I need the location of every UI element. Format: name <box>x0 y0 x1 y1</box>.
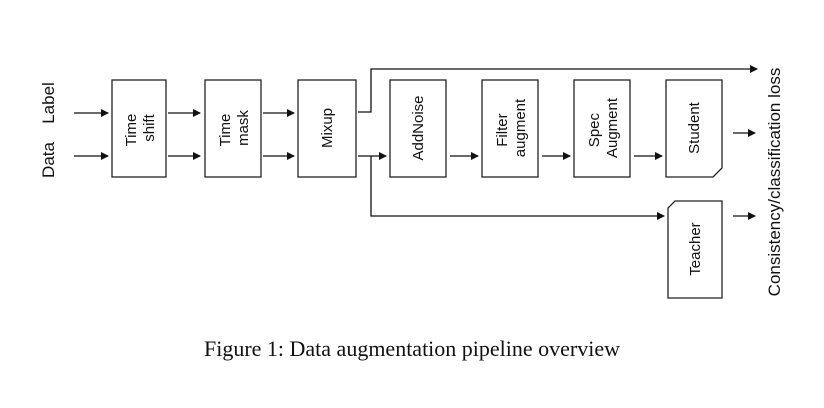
spec-augment-block <box>573 79 631 178</box>
teacher-label: Teacher <box>687 222 704 275</box>
arrow-mixup-bypass-to-loss <box>358 65 758 113</box>
student-label: Student <box>686 101 703 154</box>
figure-caption: Figure 1: Data augmentation pipeline ove… <box>203 336 621 361</box>
student-block <box>665 79 723 178</box>
filter-augment-block <box>481 79 539 178</box>
addnoise-label: AddNoise <box>410 95 427 160</box>
input-label-label: Label <box>39 82 58 124</box>
addnoise-block <box>389 79 447 178</box>
output-loss-label: Consistency/classification loss <box>765 68 784 297</box>
mixup-label: Mixup <box>319 108 336 148</box>
time-shift-block <box>111 79 167 178</box>
teacher-block <box>667 200 723 299</box>
time-shift-label: Time shift <box>123 110 158 147</box>
filter-augment-label: Filter augment <box>494 98 529 157</box>
mixup-block <box>297 79 357 178</box>
arrow-mixup-to-teacher <box>370 156 665 220</box>
time-mask-block <box>204 79 262 178</box>
spec-augment-label: Spec Augment <box>586 97 621 158</box>
input-label-data: Data <box>39 142 58 178</box>
time-mask-label: Time mask <box>217 110 252 147</box>
